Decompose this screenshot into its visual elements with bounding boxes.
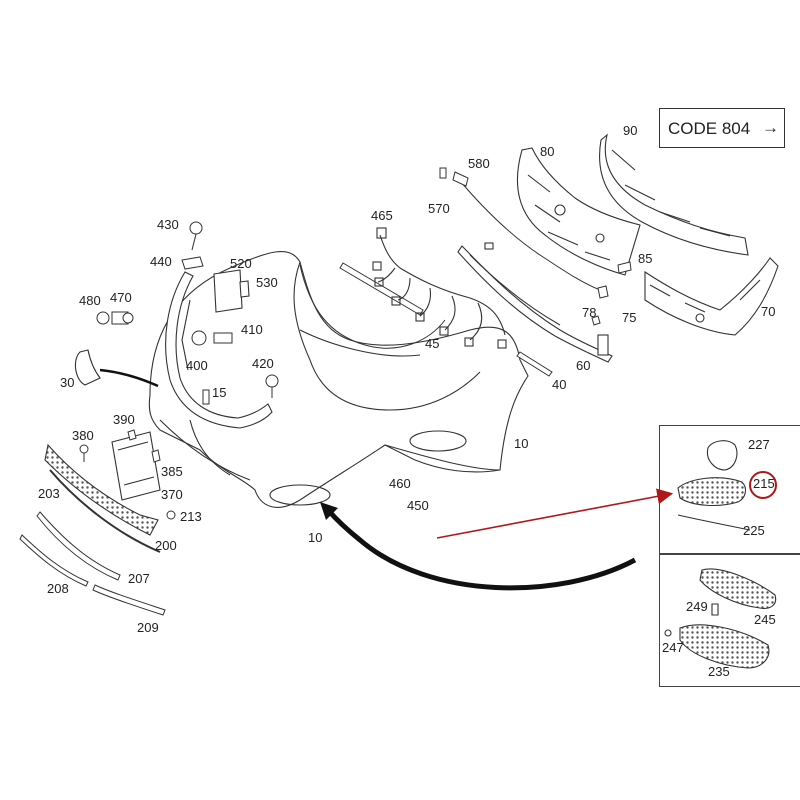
arrow-right-icon: → bbox=[762, 118, 779, 137]
callout-450: 450 bbox=[407, 498, 429, 513]
highlight-circle bbox=[749, 471, 777, 499]
callout-15: 15 bbox=[212, 385, 227, 400]
callout-85: 85 bbox=[638, 251, 653, 266]
callout-90: 90 bbox=[623, 123, 638, 138]
callout-410: 410 bbox=[241, 322, 263, 337]
callout-60: 60 bbox=[576, 358, 591, 373]
sensor-580 bbox=[439, 167, 469, 187]
callout-200: 200 bbox=[155, 538, 177, 553]
callout-247: 247 bbox=[662, 640, 684, 655]
callout-400: 400 bbox=[186, 358, 208, 373]
callout-80: 80 bbox=[540, 144, 555, 159]
code-box: CODE 804 → bbox=[659, 108, 785, 148]
inset-panel-fog-grille bbox=[659, 553, 800, 687]
callout-30: 30 bbox=[60, 375, 75, 390]
callout-470: 470 bbox=[110, 290, 132, 305]
callout-465: 465 bbox=[371, 208, 393, 223]
callout-40: 40 bbox=[552, 377, 567, 392]
callout-208: 208 bbox=[47, 581, 69, 596]
callout-225: 225 bbox=[743, 523, 765, 538]
callout-480: 480 bbox=[79, 293, 101, 308]
bracket-60 bbox=[457, 242, 613, 363]
callout-235: 235 bbox=[708, 664, 730, 679]
inset-panel-grille bbox=[659, 425, 800, 555]
callout-380: 380 bbox=[72, 428, 94, 443]
callout-10: 10 bbox=[308, 530, 323, 545]
bracket-70 bbox=[644, 257, 779, 336]
callout-203: 203 bbox=[38, 486, 60, 501]
callout-215: 215 bbox=[753, 476, 775, 491]
callout-390: 390 bbox=[113, 412, 135, 427]
callout-385: 385 bbox=[161, 464, 183, 479]
code-label: CODE 804 bbox=[668, 119, 751, 138]
callout-430: 430 bbox=[157, 217, 179, 232]
grille-strip bbox=[299, 262, 446, 349]
callout-213: 213 bbox=[180, 509, 202, 524]
callout-370: 370 bbox=[161, 487, 183, 502]
crossmember-80 bbox=[516, 147, 641, 276]
callout-75: 75 bbox=[622, 310, 637, 325]
callout-209: 209 bbox=[137, 620, 159, 635]
callout-10: 10 bbox=[514, 436, 529, 451]
callout-45: 45 bbox=[425, 336, 440, 351]
bumper-cover bbox=[148, 251, 529, 508]
callout-207: 207 bbox=[128, 571, 150, 586]
callout-520: 520 bbox=[230, 256, 252, 271]
callout-580: 580 bbox=[468, 156, 490, 171]
callout-70: 70 bbox=[761, 304, 776, 319]
callout-245: 245 bbox=[754, 612, 776, 627]
callout-460: 460 bbox=[389, 476, 411, 491]
lower-grille bbox=[44, 443, 159, 536]
callout-440: 440 bbox=[150, 254, 172, 269]
callout-530: 530 bbox=[256, 275, 278, 290]
callout-249: 249 bbox=[686, 599, 708, 614]
side-bracket bbox=[165, 271, 273, 429]
reinforcement-90 bbox=[599, 133, 749, 256]
callout-570: 570 bbox=[428, 201, 450, 216]
wiring-harness bbox=[372, 227, 507, 349]
callout-227: 227 bbox=[748, 437, 770, 452]
callout-78: 78 bbox=[582, 305, 597, 320]
callout-420: 420 bbox=[252, 356, 274, 371]
